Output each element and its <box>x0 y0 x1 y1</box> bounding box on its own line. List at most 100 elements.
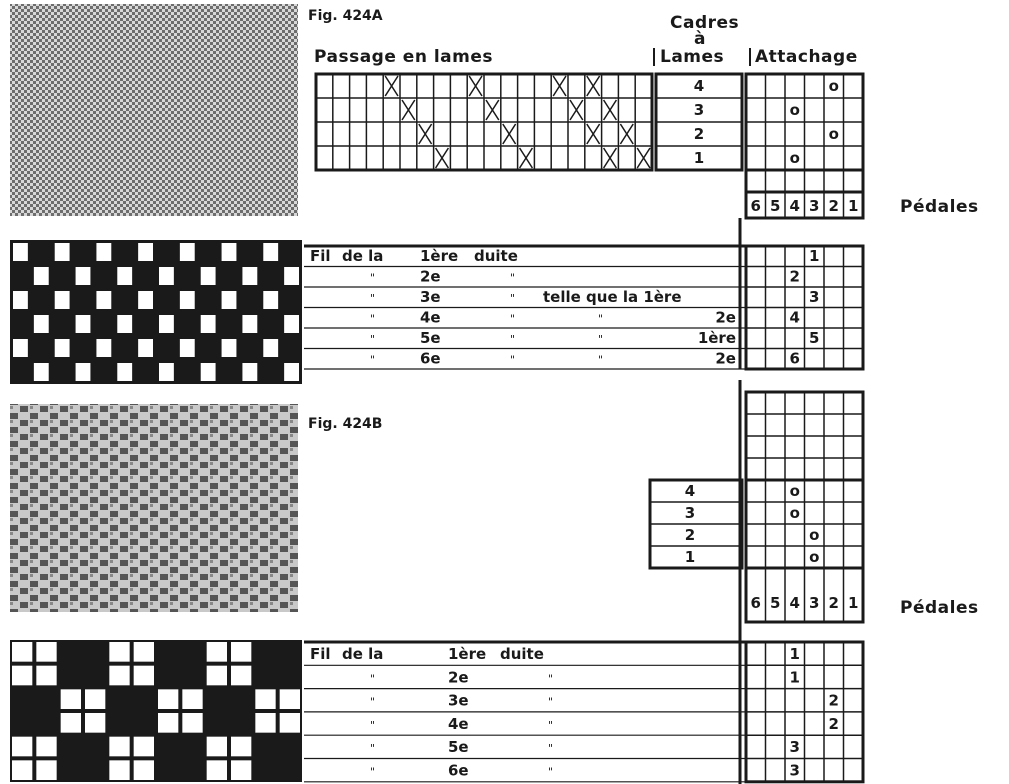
fabric-a-cell <box>242 315 257 333</box>
frame-number-b: 4 <box>685 482 695 500</box>
fabric-a-background <box>10 240 302 384</box>
fabric-b-cell <box>36 666 56 686</box>
fabric-b-cell <box>109 642 129 662</box>
fabric-b-cell <box>158 713 178 733</box>
fabric-b-cell <box>280 713 300 733</box>
fabric-b-cell <box>207 642 227 662</box>
treadling-text-b: " <box>370 672 375 685</box>
treadling-text-b: " <box>548 696 553 709</box>
treadling-text: " <box>510 272 515 285</box>
fabric-sample-a <box>10 4 298 216</box>
treadling-text: 2e <box>715 309 736 327</box>
fabric-a-cell <box>117 363 132 381</box>
fabric-b-cell <box>207 760 227 780</box>
fabric-b-cell <box>207 666 227 686</box>
treadling-mark-b: 1 <box>790 668 800 686</box>
fabric-b-cell <box>12 737 32 757</box>
fabric-b-cell <box>231 760 251 780</box>
treadling-text-b: " <box>370 696 375 709</box>
frame-number-b: 1 <box>685 548 695 566</box>
fabric-a-cell <box>55 339 70 357</box>
pedal-number-b: 3 <box>809 594 819 612</box>
fabric-a-cell <box>284 363 299 381</box>
fabric-b-cell <box>182 713 202 733</box>
treadling-text-b: Fil <box>310 645 331 663</box>
treadling-text: " <box>510 354 515 367</box>
fabric-b-cell <box>207 737 227 757</box>
fabric-b-cell <box>231 737 251 757</box>
treadling-text-b: " <box>370 766 375 779</box>
fabric-a-cell <box>34 267 49 285</box>
pedal-number: 5 <box>770 197 780 215</box>
treadling-text-b: 6e <box>448 762 469 780</box>
fabric-b-cell <box>12 642 32 662</box>
fabric-a-cell <box>138 291 153 309</box>
fabric-a-cell <box>55 291 70 309</box>
tieup-mark-b: o <box>809 526 819 544</box>
fabric-b-cell <box>85 689 105 709</box>
pedal-number-b: 1 <box>848 594 858 612</box>
fabric-b-cell <box>12 760 32 780</box>
treadling-text-b: " <box>548 672 553 685</box>
fabric-a-cell <box>138 339 153 357</box>
treadling-mark: 3 <box>809 288 819 306</box>
treadling-text: " <box>598 313 603 326</box>
treadling-text: " <box>370 292 375 305</box>
fabric-b-cell <box>85 713 105 733</box>
fabric-b-cell <box>134 737 154 757</box>
pedales-label-a: Pédales <box>900 197 979 217</box>
fabric-a-cell <box>180 243 195 261</box>
frame-number: 1 <box>694 149 704 167</box>
fabric-a-cell <box>242 267 257 285</box>
fabric-sample-b <box>10 404 298 612</box>
fig-a-caption: Fig. 424A <box>308 8 383 24</box>
fabric-a-cell <box>76 315 91 333</box>
treadling-mark-b: 1 <box>790 645 800 663</box>
fabric-a-cell <box>96 339 111 357</box>
fabric-a-cell <box>159 363 174 381</box>
fabric-b-cell <box>134 760 154 780</box>
fabric-a-cell <box>159 267 174 285</box>
pedales-label-b: Pédales <box>900 598 979 618</box>
tieup-mark: o <box>790 101 800 119</box>
treadling-text: 1ère <box>420 247 458 265</box>
fabric-a-cell <box>13 339 28 357</box>
passage-label: Passage en lames <box>314 47 493 67</box>
pedal-number: 2 <box>829 197 839 215</box>
pedal-number-b: 6 <box>751 594 761 612</box>
fabric-b-cell <box>12 666 32 686</box>
treadling-text: " <box>598 333 603 346</box>
fabric-a-cell <box>284 315 299 333</box>
fabric-a-cell <box>201 363 216 381</box>
treadling-text-b: 3e <box>448 692 469 710</box>
fabric-b-cell <box>255 689 275 709</box>
treadling-text-b: " <box>548 766 553 779</box>
frame-number: 2 <box>694 125 704 143</box>
treadling-text: " <box>370 333 375 346</box>
treadling-mark-b: 3 <box>790 738 800 756</box>
tieup-mark: o <box>829 77 839 95</box>
fabric-a-cell <box>96 243 111 261</box>
treadling-text-b: 5e <box>448 738 469 756</box>
fabric-a-cell <box>117 267 132 285</box>
fabric-b-cell <box>158 689 178 709</box>
fabric-a-cell <box>284 267 299 285</box>
lames-label: Lames <box>660 47 724 67</box>
fabric-b-cell <box>109 666 129 686</box>
pedal-number-b: 2 <box>829 594 839 612</box>
treadling-mark-b: 2 <box>829 715 839 733</box>
fabric-b-cell <box>280 689 300 709</box>
fabric-b-cell <box>109 760 129 780</box>
frame-number-b: 3 <box>685 504 695 522</box>
pedal-number: 6 <box>751 197 761 215</box>
fabric-b-cell <box>61 689 81 709</box>
treadling-text: " <box>510 333 515 346</box>
fabric-a-cell <box>76 363 91 381</box>
treadling-text: 6e <box>420 350 441 368</box>
treadling-text: 5e <box>420 329 441 347</box>
fabric-a-cell <box>159 315 174 333</box>
treadling-mark: 2 <box>790 268 800 286</box>
tieup-mark: o <box>829 125 839 143</box>
pedal-number: 1 <box>848 197 858 215</box>
